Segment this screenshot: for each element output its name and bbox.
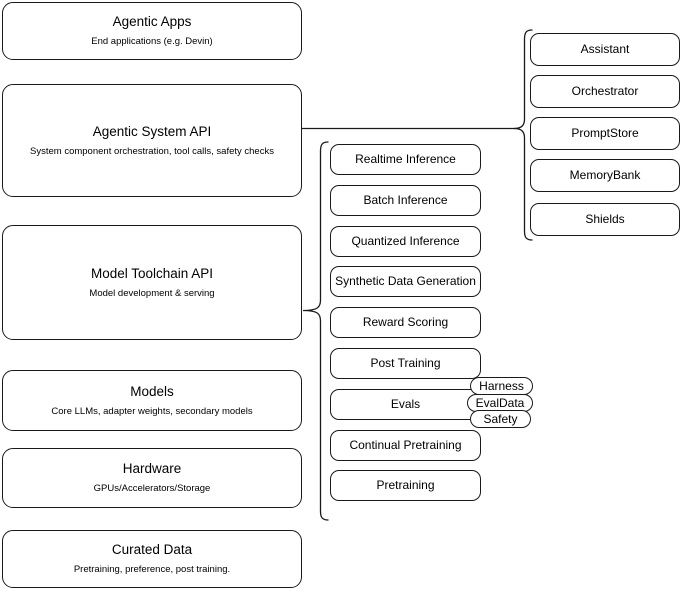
layer-subtitle: System component orchestration, tool cal… <box>30 145 274 157</box>
agentic-component-memorybank[interactable]: MemoryBank <box>530 159 680 192</box>
toolchain-component-evals[interactable]: Evals <box>330 389 481 420</box>
component-label: MemoryBank <box>569 168 641 182</box>
evals-badge-harness[interactable]: Harness <box>470 377 533 395</box>
toolchain-component-realtime-inference[interactable]: Realtime Inference <box>330 144 481 175</box>
component-label: Batch Inference <box>363 193 448 207</box>
component-label: Reward Scoring <box>362 315 449 329</box>
layer-models[interactable]: Models Core LLMs, adapter weights, secon… <box>2 370 302 431</box>
layer-subtitle: Pretraining, preference, post training. <box>73 564 231 575</box>
layer-title: Curated Data <box>111 542 193 558</box>
agentic-component-shields[interactable]: Shields <box>530 203 680 236</box>
brace-toolchain-components <box>300 140 332 522</box>
agentic-component-assistant[interactable]: Assistant <box>530 33 680 66</box>
layer-hardware[interactable]: Hardware GPUs/Accelerators/Storage <box>2 448 302 508</box>
layer-agentic-system-api[interactable]: Agentic System API System component orch… <box>2 84 302 197</box>
connector-system-api-to-components <box>302 120 518 138</box>
layer-title: Hardware <box>122 461 182 477</box>
layer-title: Agentic Apps <box>112 14 192 30</box>
layer-model-toolchain-api[interactable]: Model Toolchain API Model development & … <box>2 225 302 340</box>
evals-badge-evaldata[interactable]: EvalData <box>467 394 533 412</box>
component-label: Assistant <box>580 42 630 56</box>
toolchain-component-post-training[interactable]: Post Training <box>330 348 481 379</box>
component-label: PromptStore <box>571 126 639 140</box>
component-label: Continual Pretraining <box>349 438 462 452</box>
toolchain-component-continual-pretraining[interactable]: Continual Pretraining <box>330 430 481 461</box>
toolchain-component-quantized-inference[interactable]: Quantized Inference <box>330 226 481 257</box>
layer-subtitle: Model development & serving <box>89 287 215 299</box>
layer-title: Models <box>130 383 174 399</box>
layer-curated-data[interactable]: Curated Data Pretraining, preference, po… <box>2 530 302 588</box>
agentic-component-orchestrator[interactable]: Orchestrator <box>530 75 680 108</box>
toolchain-component-reward-scoring[interactable]: Reward Scoring <box>330 307 481 338</box>
toolchain-component-synthetic-data-generation[interactable]: Synthetic Data Generation <box>330 266 481 297</box>
agentic-component-promptstore[interactable]: PromptStore <box>530 117 680 150</box>
badge-label: Safety <box>483 412 518 426</box>
component-label: Evals <box>390 397 421 411</box>
layer-subtitle: GPUs/Accelerators/Storage <box>93 483 211 494</box>
layer-agentic-apps[interactable]: Agentic Apps End applications (e.g. Devi… <box>2 2 302 60</box>
layer-subtitle: End applications (e.g. Devin) <box>91 36 213 47</box>
badge-label: EvalData <box>475 396 525 410</box>
badge-label: Harness <box>479 379 524 393</box>
layer-title: Agentic System API <box>92 123 212 139</box>
component-label: Synthetic Data Generation <box>335 274 476 288</box>
layer-title: Model Toolchain API <box>90 265 214 281</box>
toolchain-component-batch-inference[interactable]: Batch Inference <box>330 185 481 216</box>
evals-badge-safety[interactable]: Safety <box>470 410 531 428</box>
component-label: Realtime Inference <box>355 152 456 166</box>
component-label: Post Training <box>370 356 441 370</box>
toolchain-component-pretraining[interactable]: Pretraining <box>330 470 481 501</box>
layer-subtitle: Core LLMs, adapter weights, secondary mo… <box>51 405 253 417</box>
component-label: Pretraining <box>376 478 435 492</box>
component-label: Quantized Inference <box>351 234 460 248</box>
component-label: Orchestrator <box>571 84 639 98</box>
component-label: Shields <box>585 212 625 226</box>
